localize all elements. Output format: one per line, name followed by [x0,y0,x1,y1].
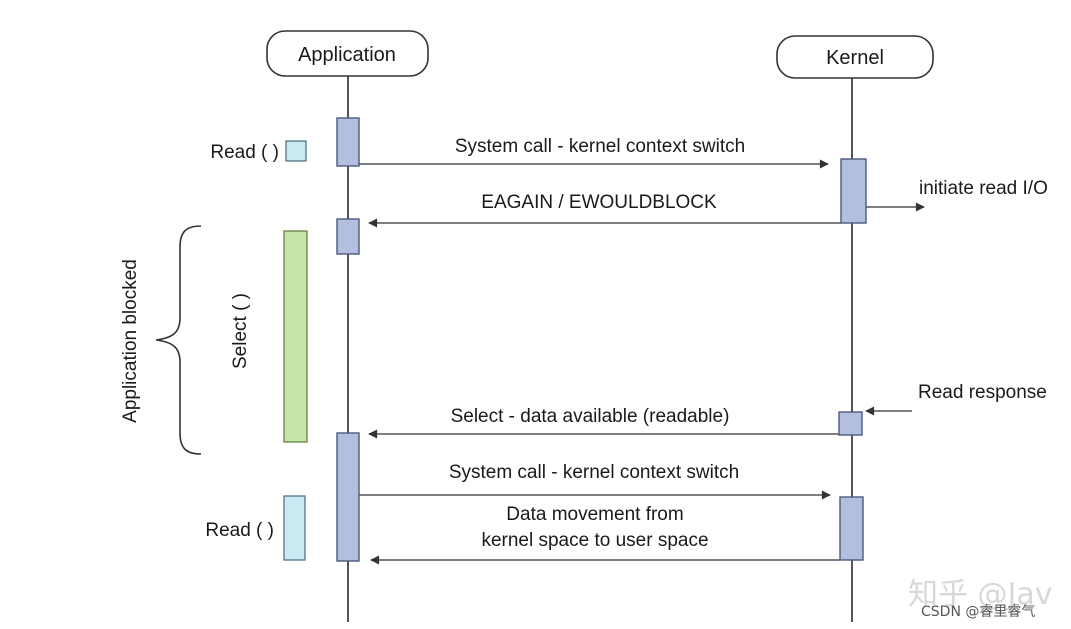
syscall-label-1: System call - kernel context switch [455,136,745,157]
application-activation-3 [336,432,360,562]
application-lane-title: Application [298,44,396,66]
read-legend-2 [283,495,306,561]
select-available-label: Select - data available (readable) [451,406,730,427]
application-activation-2 [336,218,360,255]
select-label: Select ( ) [230,293,251,369]
data-movement-label-2: kernel space to user space [481,530,708,551]
syscall-label-2: System call - kernel context switch [449,462,739,483]
select-legend [283,230,308,443]
zhihu-watermark: 知乎 @Jav [908,577,1053,612]
read-label-1: Read ( ) [210,142,279,163]
kernel-activation-1 [840,158,867,224]
kernel-activation-2 [838,411,863,436]
kernel-lane-title: Kernel [826,47,884,69]
application-activation-1 [336,117,360,167]
csdn-credit: CSDN @睿里睿气 [921,604,1035,620]
read-legend-1 [285,140,307,162]
application-lane-header: Application [266,30,429,77]
read-label-2: Read ( ) [205,520,274,541]
kernel-lane-header: Kernel [776,35,934,79]
kernel-activation-3 [839,496,864,561]
data-movement-label-1: Data movement from [506,504,683,525]
application-blocked-label: Application blocked [120,259,141,423]
eagain-label: EAGAIN / EWOULDBLOCK [481,192,717,213]
read-response-label: Read response [918,382,1047,403]
initiate-read-label: initiate read I/O [919,178,1048,199]
application-blocked-brace [155,225,202,455]
